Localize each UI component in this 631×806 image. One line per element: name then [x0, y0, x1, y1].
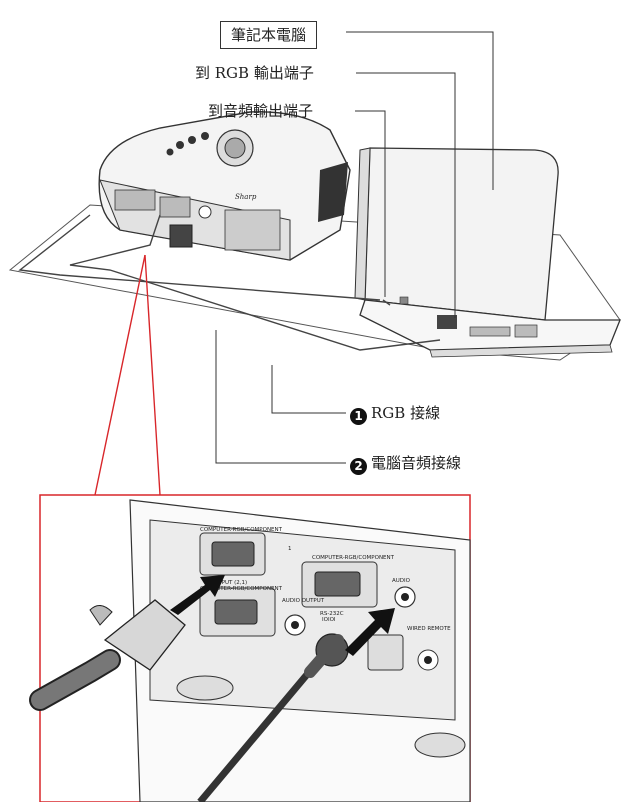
rear-panel-closeup: COMPUTER-RGB/COMPONENT 1 OUTPUT (2,1) CO… — [29, 499, 471, 805]
rgb-cable-number-badge: 1 — [350, 408, 367, 425]
cable-paths — [18, 214, 441, 351]
panel-label-rs232c-symbol: IOIOI — [322, 617, 336, 623]
panel-label-computer-rgb-1: COMPUTER-RGB/COMPONENT — [200, 527, 283, 533]
panel-label-audio-output: AUDIO OUTPUT — [282, 598, 325, 604]
projector-brand-logo: Sharp — [235, 193, 257, 201]
rgb-output-terminal-label: 到 RGB 輸出端子 — [195, 64, 314, 82]
laptop-label: 筆記本電腦 — [220, 21, 318, 49]
audio-output-terminal-label: 到音頻輸出端子 — [208, 102, 314, 120]
panel-label-audio: AUDIO — [392, 578, 411, 584]
panel-label-wired-remote: WIRED REMOTE — [407, 626, 451, 632]
rgb-plug — [437, 315, 457, 329]
projector-illustration — [98, 111, 351, 261]
laptop-illustration — [354, 147, 621, 358]
panel-label-output: OUTPUT (2,1) — [210, 580, 247, 586]
panel-label-input-1: 1 — [288, 546, 292, 552]
panel-label-rs232c: RS-232C — [320, 611, 344, 617]
leader-lines — [215, 31, 494, 464]
audio-cable-text: 電腦音頻接線 — [371, 454, 462, 472]
panel-label-rgb-component-2: COMPUTER-RGB/COMPONENT — [200, 586, 283, 592]
rgb-cable-text: RGB 接線 — [371, 404, 441, 422]
panel-label-computer-rgb-2: COMPUTER-RGB/COMPONENT — [312, 555, 395, 561]
audio-cable-number-badge: 2 — [350, 458, 367, 475]
